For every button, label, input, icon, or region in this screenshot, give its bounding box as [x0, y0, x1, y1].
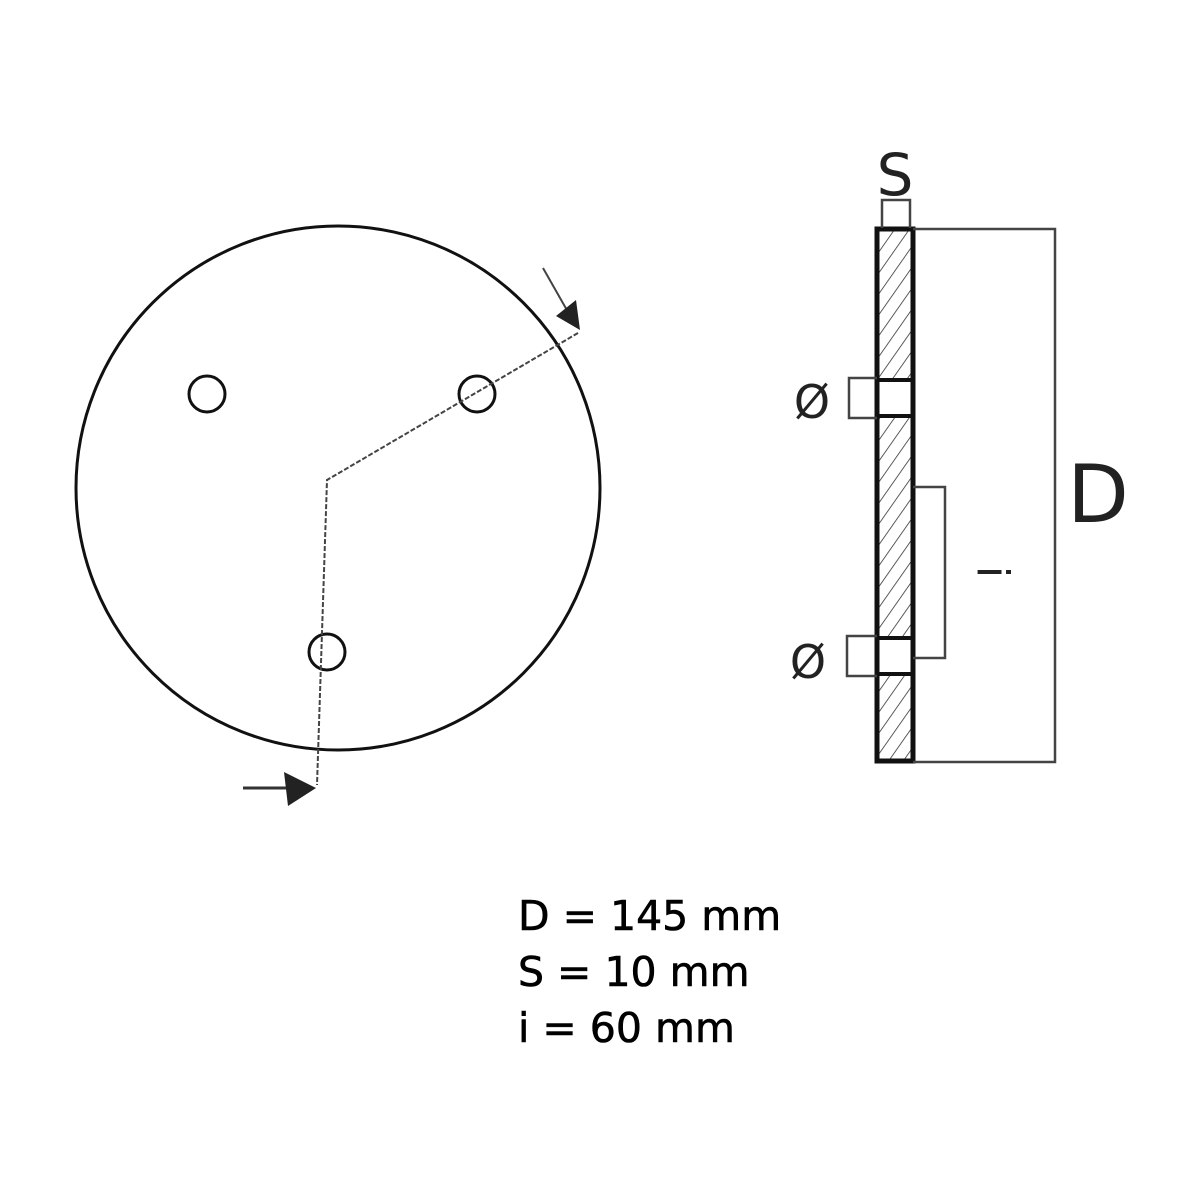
plate-section	[874, 226, 916, 764]
section-arrow-bottom-icon	[284, 772, 316, 806]
hole-dim-bottom	[845, 634, 877, 678]
section-line	[316, 332, 579, 786]
s-dim	[880, 198, 912, 228]
section-arrow-top-icon	[556, 300, 580, 330]
spec-diameter: D = 145 mm	[518, 892, 782, 941]
i-label: i	[967, 566, 1018, 578]
section-arrow-top-shaft	[542, 267, 569, 313]
spec-hole-spacing: i = 60 mm	[518, 1004, 736, 1053]
diameter-label-top: Ø	[794, 375, 830, 429]
plate-outline	[74, 224, 602, 752]
hole-dim-top	[847, 376, 877, 420]
spec-thickness: S = 10 mm	[518, 948, 750, 997]
mounting-hole	[457, 374, 497, 414]
dimension-specs: D = 145 mm S = 10 mm i = 60 mm	[518, 888, 782, 1056]
mounting-hole	[307, 632, 347, 672]
diameter-label-bottom: Ø	[790, 635, 826, 689]
side-view: S D i Ø Ø	[790, 141, 1129, 764]
mounting-hole	[187, 374, 227, 414]
s-label: S	[877, 141, 914, 209]
front-view	[74, 224, 602, 806]
d-dim	[913, 227, 1057, 764]
d-label: D	[1067, 448, 1129, 541]
i-dim	[913, 485, 947, 660]
